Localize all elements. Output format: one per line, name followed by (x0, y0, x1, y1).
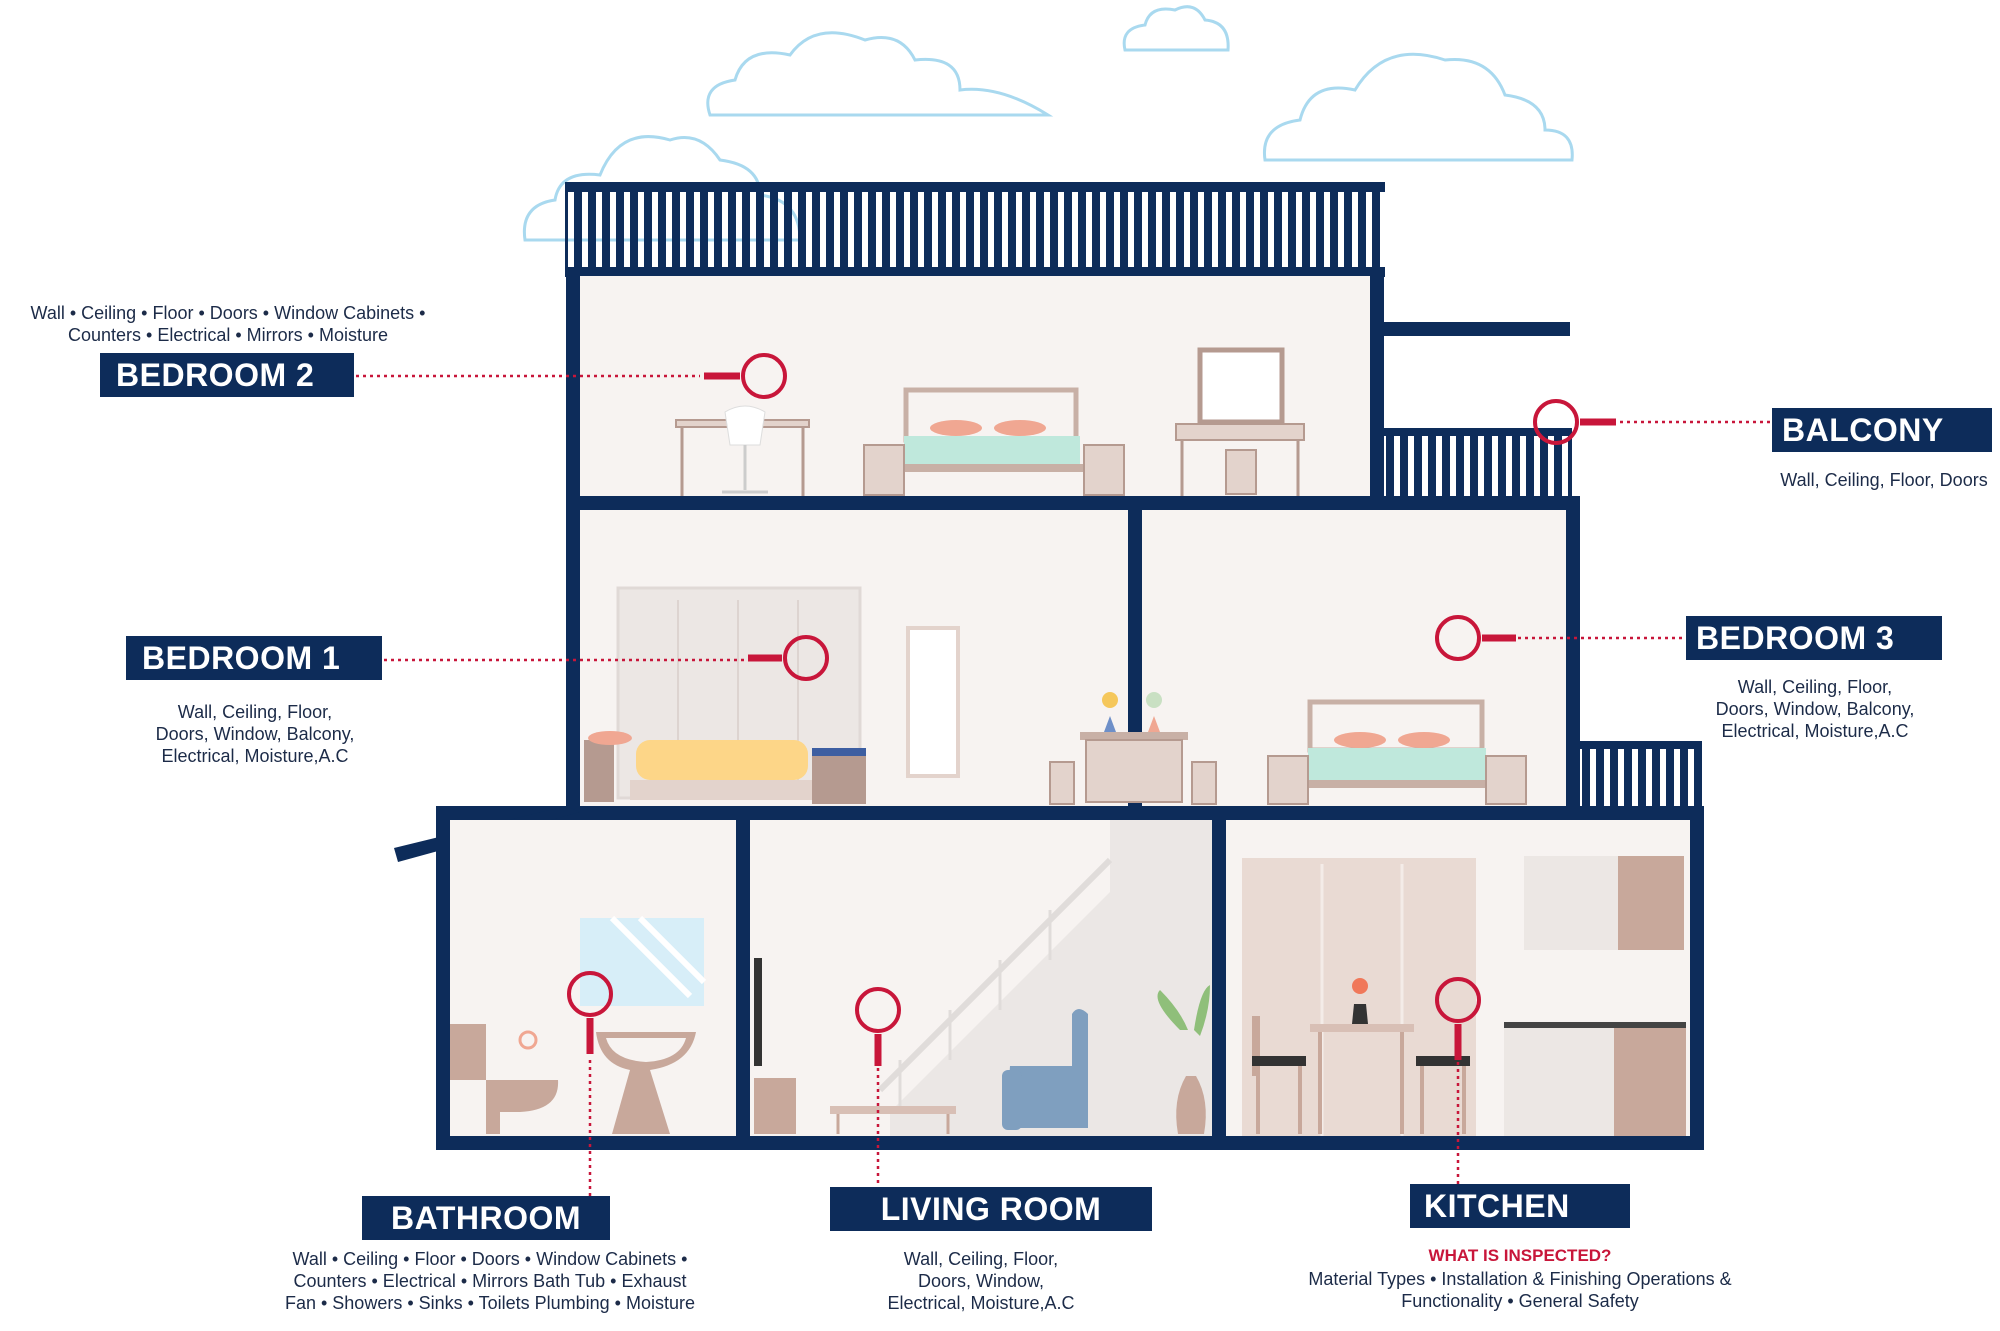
bed (1267, 699, 1527, 805)
mirror (906, 626, 960, 778)
bed (863, 387, 1125, 496)
coffee-table (830, 1106, 956, 1134)
dining-table-small (1049, 692, 1217, 805)
magnifier-icon[interactable] (1435, 977, 1481, 1060)
magnifier-icon[interactable] (1435, 615, 1516, 661)
magnifier-icon[interactable] (855, 987, 901, 1066)
bedroom3-label[interactable]: BEDROOM 3 (1686, 616, 1942, 660)
magnifier-icon[interactable] (1533, 399, 1616, 445)
magnifier-icon[interactable] (567, 971, 613, 1054)
sink (596, 1032, 696, 1134)
armchair (1002, 1009, 1088, 1130)
cloud-icon (706, 31, 1054, 117)
desk (675, 405, 810, 496)
balcony-description: Wall, Ceiling, Floor, Doors (1780, 470, 1988, 490)
bedroom1-label[interactable]: BEDROOM 1 (126, 636, 382, 680)
magnifier-icon[interactable] (748, 635, 829, 681)
staircase (877, 820, 1212, 1136)
bedroom3-description: Wall, Ceiling, Floor, Doors, Window, Bal… (1715, 677, 1915, 741)
plant (1157, 985, 1210, 1134)
toilet (450, 1024, 559, 1134)
bed (584, 731, 866, 804)
bathroom-window (580, 915, 707, 1006)
living-room-label[interactable]: LIVING ROOM (830, 1187, 1152, 1231)
what-is-inspected-heading: WHAT IS INSPECTED? (1428, 1246, 1612, 1265)
kitchen-description: Material Types • Installation & Finishin… (1308, 1269, 1732, 1311)
bathroom-description: Wall • Ceiling • Floor • Doors • Window … (284, 1249, 696, 1313)
bedroom1-description: Wall, Ceiling, Floor, Doors, Window, Bal… (155, 702, 355, 766)
dressing-table (1175, 347, 1305, 496)
kitchen-label[interactable]: KITCHEN (1410, 1184, 1630, 1228)
balcony-label[interactable]: BALCONY (1772, 408, 1992, 452)
tv (754, 958, 796, 1134)
bedroom2-label[interactable]: BEDROOM 2 (100, 353, 354, 397)
cloud-icon (1262, 52, 1574, 162)
living-room-description: Wall, Ceiling, Floor, Doors, Window, Ele… (887, 1249, 1075, 1313)
magnifier-icon[interactable] (704, 353, 787, 399)
bedroom2-description: Wall • Ceiling • Floor • Doors • Window … (30, 303, 426, 345)
cloud-icon (1122, 5, 1230, 52)
bathroom-label[interactable]: BATHROOM (362, 1196, 610, 1240)
dining-set (1252, 978, 1470, 1134)
